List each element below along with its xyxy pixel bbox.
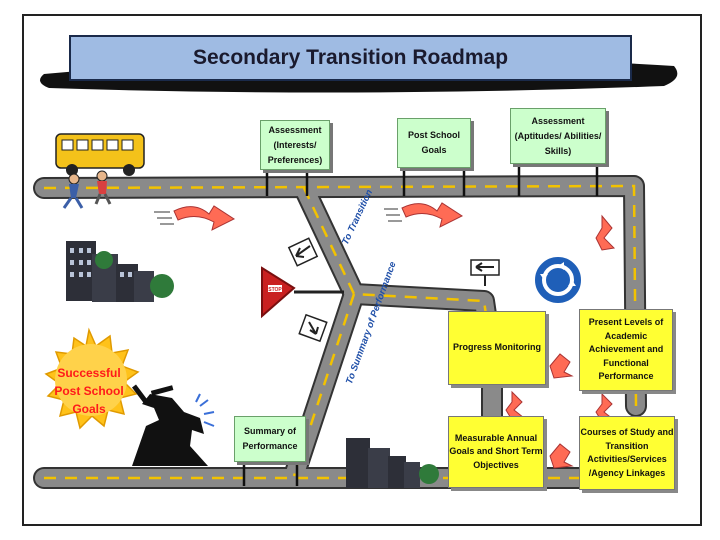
sign-summary-of-performance: Summary of Performance: [234, 416, 306, 462]
sign-post-school-goals: Post School Goals: [397, 118, 471, 168]
sun-icon: [44, 327, 140, 430]
city-buildings-icon: [66, 241, 174, 302]
school-bus-icon: [55, 133, 145, 176]
box-present-levels: Present Levels of Academic Achievement a…: [579, 309, 673, 391]
box-progress-monitoring: Progress Monitoring: [448, 311, 546, 385]
city-buildings-icon: [346, 438, 439, 488]
direction-arrow-sign-icon: [470, 259, 500, 286]
sign-assessment-aptitudes: Assessment (Aptitudes/ Abilities/ Skills…: [510, 108, 606, 164]
direction-arrow-icon: [595, 214, 616, 251]
direction-arrow-icon: [401, 202, 464, 228]
direction-arrow-icon: [173, 205, 236, 231]
roundabout-icon: [533, 255, 583, 305]
graduate-celebrating-icon: [132, 384, 215, 466]
road-dash-lower-diagonal: [292, 293, 356, 477]
page-title: Secondary Transition Roadmap: [69, 35, 632, 81]
children-running-icon: [62, 170, 112, 209]
direction-arrow-icon: [549, 443, 574, 469]
box-courses-of-study: Courses of Study and Transition Activiti…: [579, 416, 675, 490]
box-measurable-goals: Measurable Annual Goals and Short Term O…: [448, 416, 544, 488]
direction-arrow-icon: [549, 353, 574, 379]
roadmap-frame: STOP: [22, 14, 702, 526]
sun-label: Successful Post School Goals: [54, 366, 124, 416]
sign-assessment-interests: Assessment (Interests/ Preferences): [260, 120, 330, 170]
stop-sign-text: STOP: [268, 287, 282, 293]
stop-sign-icon: STOP: [261, 266, 344, 319]
direction-arrow-sign-icon: [298, 313, 328, 343]
direction-arrow-sign-icon: [287, 237, 319, 267]
